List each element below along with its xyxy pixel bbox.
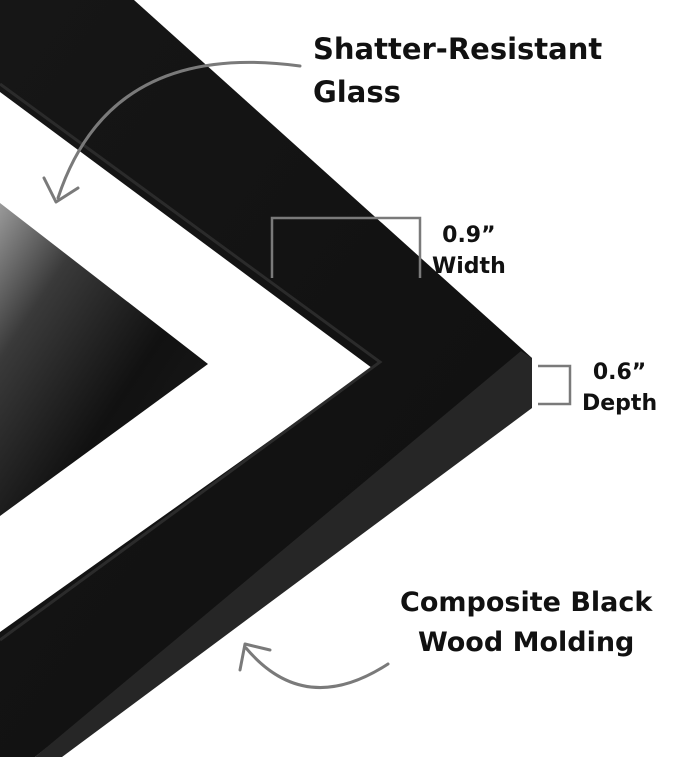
molding-label-line-1: Composite Black <box>400 587 653 618</box>
framed-photo <box>0 203 208 516</box>
molding-callout-arrow <box>244 646 390 690</box>
depth-bracket <box>538 364 572 406</box>
molding-label-line-2: Wood Molding <box>417 627 635 658</box>
frame-inner-edge <box>0 82 383 642</box>
glass-label-line-1: Shatter-Resistant <box>313 32 603 66</box>
molding-arrow-head <box>238 642 272 672</box>
depth-value: 0.6” <box>592 360 647 385</box>
width-caption: Width <box>432 254 506 279</box>
depth-caption: Depth <box>582 391 658 416</box>
frame-depth-side <box>35 351 532 757</box>
width-value: 0.9” <box>442 223 496 248</box>
glass-label: Shatter-Resistant Glass <box>313 28 602 114</box>
glass-arrow-head <box>42 176 80 204</box>
glass-callout-arrow <box>56 60 302 200</box>
glass-label-line-2: Glass <box>313 75 401 109</box>
depth-label: 0.6” Depth <box>582 357 657 419</box>
width-bracket <box>270 216 422 278</box>
molding-label: Composite Black Wood Molding <box>400 583 652 663</box>
width-label: 0.9” Width <box>432 220 506 282</box>
